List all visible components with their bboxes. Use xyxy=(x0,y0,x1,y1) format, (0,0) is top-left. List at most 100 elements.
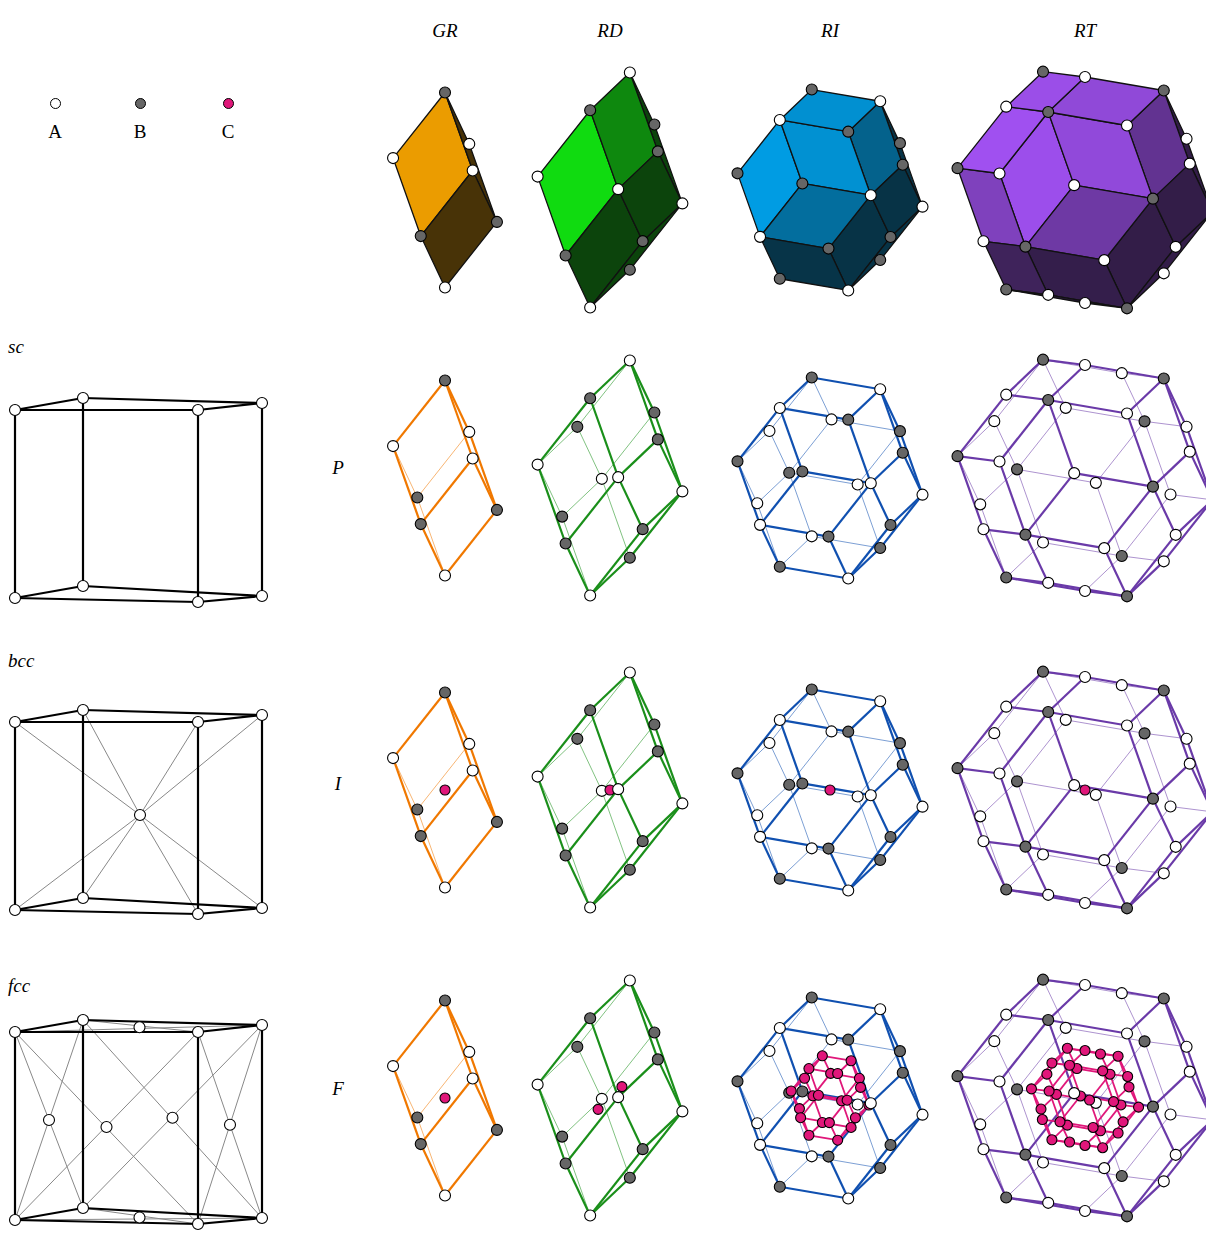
visible-edge xyxy=(1085,365,1164,378)
lattice-point xyxy=(585,105,596,116)
visible-edge xyxy=(780,690,812,720)
lattice-point xyxy=(1001,1009,1012,1020)
hidden-edge xyxy=(780,1156,812,1186)
polyhedron-face xyxy=(983,241,1048,295)
lattice-point xyxy=(1122,591,1133,602)
cube-diagonal xyxy=(15,1032,83,1208)
visible-edge xyxy=(643,1111,683,1149)
hidden-edge xyxy=(1096,733,1145,794)
hidden-edge xyxy=(812,536,880,548)
inner-point xyxy=(1134,1102,1144,1112)
visible-edge xyxy=(1127,1033,1153,1106)
lattice-point xyxy=(732,768,743,779)
polyhedron-figure xyxy=(388,375,503,581)
lattice-point xyxy=(1069,468,1080,479)
visible-edge xyxy=(780,998,812,1028)
visible-edge xyxy=(828,1157,848,1199)
cube-edge xyxy=(83,586,262,596)
hidden-edge xyxy=(1122,685,1145,733)
visible-edge xyxy=(1048,1020,1127,1033)
lattice-point xyxy=(1158,868,1169,879)
visible-edge xyxy=(1176,812,1206,847)
visible-edge xyxy=(630,673,658,752)
polyhedron-face xyxy=(780,120,871,195)
inner-point xyxy=(842,1095,852,1105)
visible-edge xyxy=(891,807,923,837)
hidden-edge xyxy=(577,427,602,479)
lattice-point xyxy=(1037,849,1048,860)
cube-edge xyxy=(15,721,198,723)
lattice-point xyxy=(596,1093,607,1104)
visible-edge xyxy=(566,789,619,855)
polyhedron-face xyxy=(1006,290,1127,309)
lattice-point xyxy=(1080,898,1091,909)
visible-edge xyxy=(1048,895,1127,908)
lattice-point xyxy=(585,705,596,716)
visible-edge xyxy=(1000,712,1049,773)
hidden-edge xyxy=(1145,733,1171,806)
hidden-edge xyxy=(1145,421,1171,494)
lattice-point xyxy=(652,746,663,757)
visible-edge xyxy=(1085,903,1127,908)
lattice-point xyxy=(596,473,607,484)
lattice-point xyxy=(415,519,426,530)
lattice-point xyxy=(1184,446,1195,457)
legend-label: B xyxy=(134,122,147,141)
lattice-point xyxy=(1181,133,1192,144)
lattice-point xyxy=(875,96,886,107)
visible-edge xyxy=(445,1130,497,1196)
lattice-point xyxy=(755,831,766,842)
visible-edge xyxy=(848,1168,880,1198)
inner-point xyxy=(1088,1122,1098,1132)
visible-edge xyxy=(1025,1155,1048,1203)
lattice-point xyxy=(78,1203,89,1214)
lattice-point xyxy=(1001,1192,1012,1203)
visible-edge xyxy=(566,1163,591,1215)
lattice-point xyxy=(412,804,423,815)
lattice-point xyxy=(843,414,854,425)
lattice-point xyxy=(1165,489,1176,500)
visible-edge xyxy=(1000,461,1026,534)
lattice-point xyxy=(412,492,423,503)
visible-edge xyxy=(1104,487,1153,548)
visible-edge xyxy=(983,529,1006,577)
visible-edge xyxy=(760,525,828,537)
visible-edge xyxy=(848,837,890,890)
visible-edge xyxy=(618,477,643,529)
lattice-point xyxy=(952,163,963,174)
lattice-point xyxy=(1165,1109,1176,1120)
visible-edge xyxy=(828,1103,870,1156)
lattice-point xyxy=(752,498,763,509)
lattice-point xyxy=(806,372,817,383)
visible-edge xyxy=(1048,365,1085,400)
lattice-point xyxy=(532,1079,543,1090)
lattice-point xyxy=(491,816,502,827)
lattice-point xyxy=(1158,685,1169,696)
visible-edge xyxy=(1085,591,1127,596)
visible-edge xyxy=(445,1001,473,1079)
visible-edge xyxy=(958,707,1007,768)
lattice-point xyxy=(624,1172,635,1183)
visible-edge xyxy=(1025,473,1074,534)
polyhedron-figure xyxy=(952,666,1206,914)
visible-edge xyxy=(1025,847,1048,895)
lattice-point xyxy=(1080,71,1091,82)
lattice-point xyxy=(415,231,426,242)
visible-edge xyxy=(738,720,780,773)
inner-point xyxy=(804,1130,814,1140)
visible-edge xyxy=(1048,400,1127,413)
hidden-edge xyxy=(1043,672,1122,685)
visible-edge xyxy=(1074,473,1153,486)
visible-edge xyxy=(445,822,497,888)
lattice-point xyxy=(865,478,876,489)
visible-edge xyxy=(958,1015,1007,1076)
lattice-point xyxy=(134,1022,145,1033)
lattice-point xyxy=(1043,106,1054,117)
cube-edge xyxy=(82,398,84,586)
visible-edge xyxy=(1006,1198,1085,1211)
lattice-point xyxy=(491,504,502,515)
visible-edge xyxy=(1048,712,1127,725)
inner-point xyxy=(1080,1046,1090,1056)
lattice-point xyxy=(613,184,624,195)
